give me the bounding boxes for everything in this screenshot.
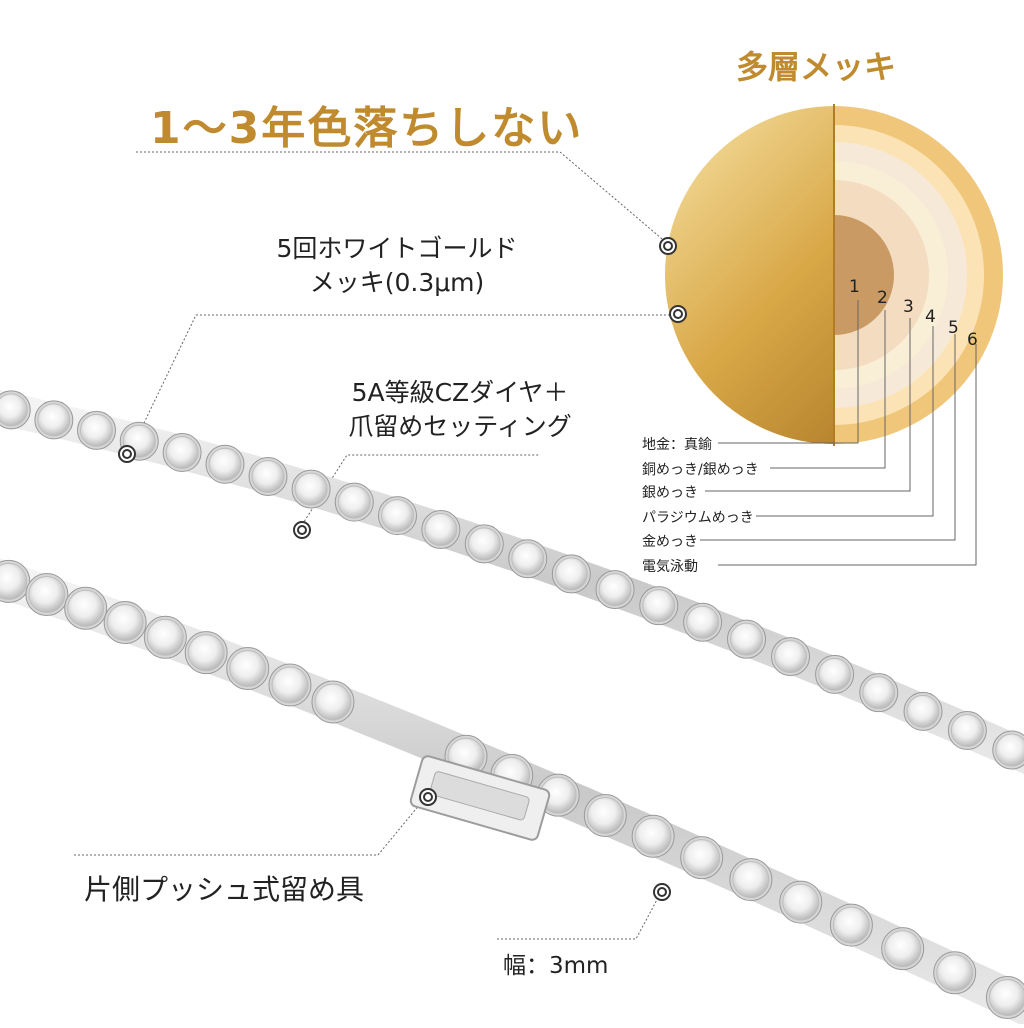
cz-gem [936,954,974,992]
bracelet-strand-upper [0,389,1024,775]
cz-gem [686,605,720,639]
cz-gem [0,562,28,600]
cz-gem [251,459,285,493]
cz-gem [906,694,940,728]
cz-gem [165,436,199,470]
cz-gem [80,413,114,447]
headline: 1〜3年色落ちしない [150,103,584,154]
cz-gem [294,472,328,506]
cz-gem [187,634,225,672]
cz-gem [106,603,144,641]
layer-number-3: 3 [903,297,914,317]
gold-hemisphere [665,106,834,444]
cz-gem [424,513,458,547]
core-brass [834,215,894,335]
cz-gem [337,485,371,519]
cz-gem [67,589,105,627]
layer-number-6: 6 [967,330,978,350]
cz-line-2: 爪留めセッティング [348,412,572,441]
white-gold-line-1: 5回ホワイトゴールド [276,234,518,263]
cz-gem [988,978,1024,1016]
cz-gem [467,527,501,561]
cz-gem [28,576,66,614]
cz-gem [950,713,984,747]
cz-gem [271,666,309,704]
layer-number-2: 2 [877,288,888,308]
layer-label-3: 銀めっき [642,485,698,501]
leader-headline [136,151,669,245]
cz-gem [634,817,672,855]
cz-gem [862,676,896,710]
layer-number-1: 1 [849,277,860,297]
cz-gem [511,542,545,576]
layer-label-6: 電気泳動 [642,559,698,575]
cz-gem [782,883,820,921]
cz-gem [0,393,28,427]
cz-gem [146,618,184,656]
cz-gem [884,930,922,968]
layer-number-4: 4 [925,307,936,327]
cz-gem [229,650,267,688]
bracelet-strand-lower [0,558,1024,1027]
cz-gem [818,657,852,691]
layer-label-4: パラジウムめっき [642,510,754,526]
plating-title: 多層メッキ [736,48,897,86]
cz-gem [683,839,721,877]
cz-line-1: 5A等級CZダイヤ＋ [351,378,569,407]
layer-label-5: 金めっき [642,534,698,550]
push-clasp [409,755,551,841]
cz-gem [642,589,676,623]
clasp-label: 片側プッシュ式留め具 [84,873,365,906]
layer-number-5: 5 [948,318,959,338]
width-label: 幅：3mm [503,953,609,979]
plating-sphere [665,104,1003,446]
cz-gem [774,640,808,674]
callout-markers [118,237,687,901]
cz-gem [37,403,71,437]
layer-label-1: 地金：真鍮 [642,437,712,453]
white-gold-line-2: メッキ(0.3μm) [309,268,485,297]
layer-label-2: 銅めっき/銀めっき [642,462,759,478]
cz-gem [832,906,870,944]
layer-rings [834,106,1003,444]
cz-gem [586,796,624,834]
leader-white-gold [129,314,677,453]
cz-gem [208,447,242,481]
white-gold-callout: 5回ホワイトゴールド メッキ(0.3μm) [262,232,532,300]
cz-gem [381,499,415,533]
leader-clasp [74,797,426,856]
cz-gem [995,733,1024,767]
cz-gem [730,622,764,656]
cz-gem [554,557,588,591]
cz-gem [314,683,352,721]
layer-leader-lines [700,300,977,566]
cz-callout: 5A等級CZダイヤ＋ 爪留めセッティング [330,376,590,444]
leader-width [497,893,661,940]
cz-gem [732,861,770,899]
cz-gem [598,573,632,607]
